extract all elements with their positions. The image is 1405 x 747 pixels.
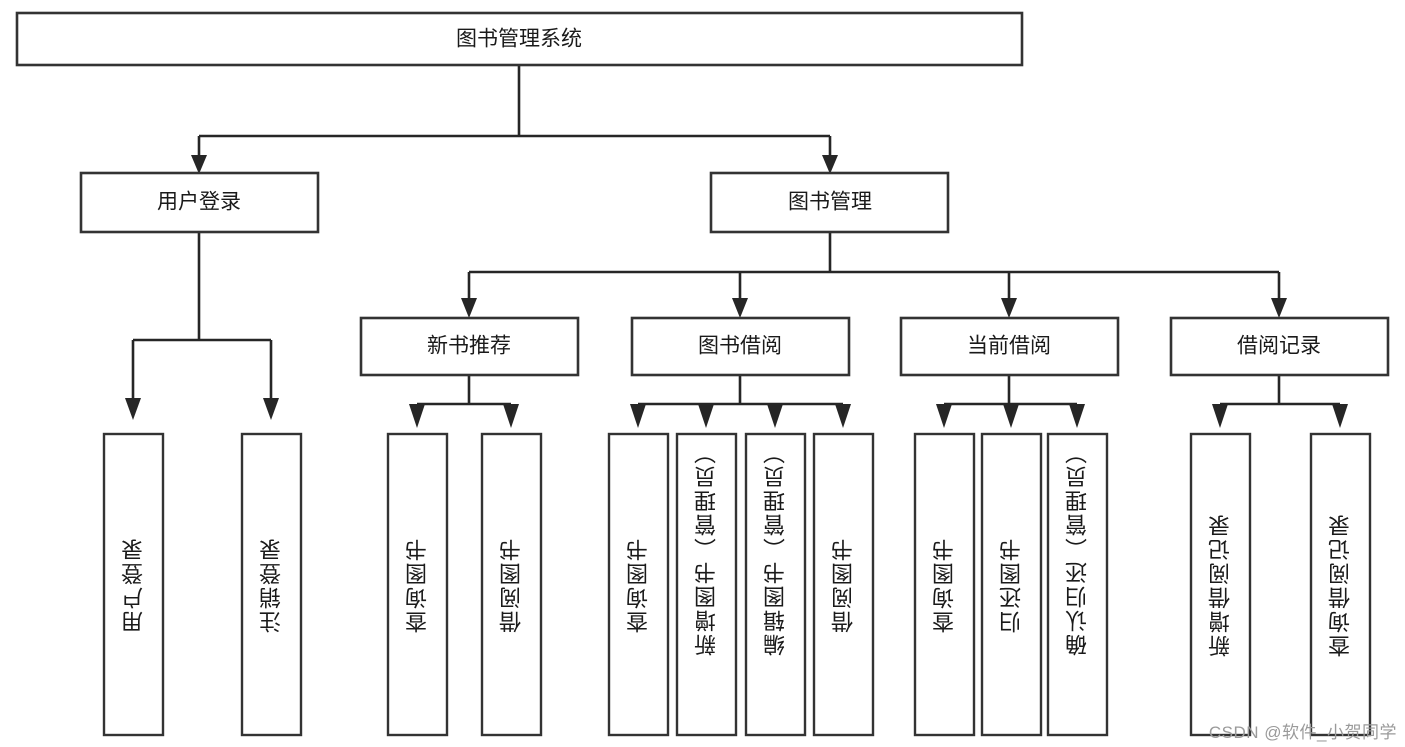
leaf-box-user-logout[interactable] xyxy=(240,432,303,737)
arrow-head-query-book-1 xyxy=(409,404,425,428)
leaf-box-user-login[interactable] xyxy=(102,432,165,737)
node-current-borrow-label: 当前借阅 xyxy=(967,335,1051,358)
arrow-head-query-book-2 xyxy=(630,404,646,428)
node-book-manage-box[interactable] xyxy=(709,171,950,234)
arrow-head-add-book xyxy=(698,404,714,428)
arrow-head-confirm-return xyxy=(1069,404,1085,428)
leaf-box-add-book[interactable] xyxy=(675,432,738,737)
arrow-head-query-record xyxy=(1332,404,1348,428)
arrow-head-borrow-book-2 xyxy=(835,404,851,428)
node-borrow-record-label: 借阅记录 xyxy=(1237,335,1321,358)
node-current-borrow[interactable]: 当前借阅 xyxy=(899,316,1120,377)
leaf-box-query-record[interactable] xyxy=(1309,432,1372,737)
node-root-box[interactable] xyxy=(15,11,1024,67)
connector-group xyxy=(125,65,1348,428)
arrow-head-add-record xyxy=(1212,404,1228,428)
arrow-head-user-login xyxy=(191,155,207,174)
leaf-box-query-book-1[interactable] xyxy=(386,432,449,737)
node-new-book-recommend-label: 新书推荐 xyxy=(427,335,511,358)
node-user-login-label: 用户登录 xyxy=(157,191,241,214)
node-new-book-recommend[interactable]: 新书推荐 xyxy=(359,316,580,377)
arrow-head-leaf-user-login xyxy=(125,398,141,420)
csdn-watermark: CSDN @软件_小贺同学 xyxy=(1208,723,1397,742)
node-user-login[interactable]: 用户登录 xyxy=(79,171,320,234)
arrow-head-current-borrow xyxy=(1001,298,1017,318)
node-root-label: 图书管理系统 xyxy=(456,28,582,51)
leaf-box-edit-book[interactable] xyxy=(744,432,807,737)
node-book-borrow[interactable]: 图书借阅 xyxy=(630,316,851,377)
node-new-book-recommend-box[interactable] xyxy=(359,316,580,377)
leaf-box-query-book-3[interactable] xyxy=(913,432,976,737)
node-root[interactable]: 图书管理系统 xyxy=(15,11,1024,67)
node-user-login-box[interactable] xyxy=(79,171,320,234)
node-book-borrow-label: 图书借阅 xyxy=(698,335,782,358)
leaf-box-query-book-2[interactable] xyxy=(607,432,670,737)
node-book-manage[interactable]: 图书管理 xyxy=(709,171,950,234)
node-current-borrow-box[interactable] xyxy=(899,316,1120,377)
node-borrow-record-box[interactable] xyxy=(1169,316,1390,377)
node-borrow-record[interactable]: 借阅记录 xyxy=(1169,316,1390,377)
leaf-box-add-record[interactable] xyxy=(1189,432,1252,737)
node-book-borrow-box[interactable] xyxy=(630,316,851,377)
arrow-head-query-book-3 xyxy=(936,404,952,428)
leaf-box-group xyxy=(102,432,1372,737)
arrow-head-leaf-user-logout xyxy=(263,398,279,420)
arrow-head-borrow-record xyxy=(1271,298,1287,318)
arrow-head-new-book xyxy=(461,298,477,318)
arrow-head-book-manage xyxy=(822,155,838,174)
leaf-box-borrow-book-2[interactable] xyxy=(812,432,875,737)
arrow-head-borrow-book-1 xyxy=(503,404,519,428)
node-book-manage-label: 图书管理 xyxy=(788,191,872,214)
leaf-box-confirm-return[interactable] xyxy=(1046,432,1109,737)
leaf-box-return-book[interactable] xyxy=(980,432,1043,737)
leaf-box-borrow-book-1[interactable] xyxy=(480,432,543,737)
arrow-head-book-borrow xyxy=(732,298,748,318)
arrow-head-return-book xyxy=(1003,404,1019,428)
arrow-head-edit-book xyxy=(767,404,783,428)
